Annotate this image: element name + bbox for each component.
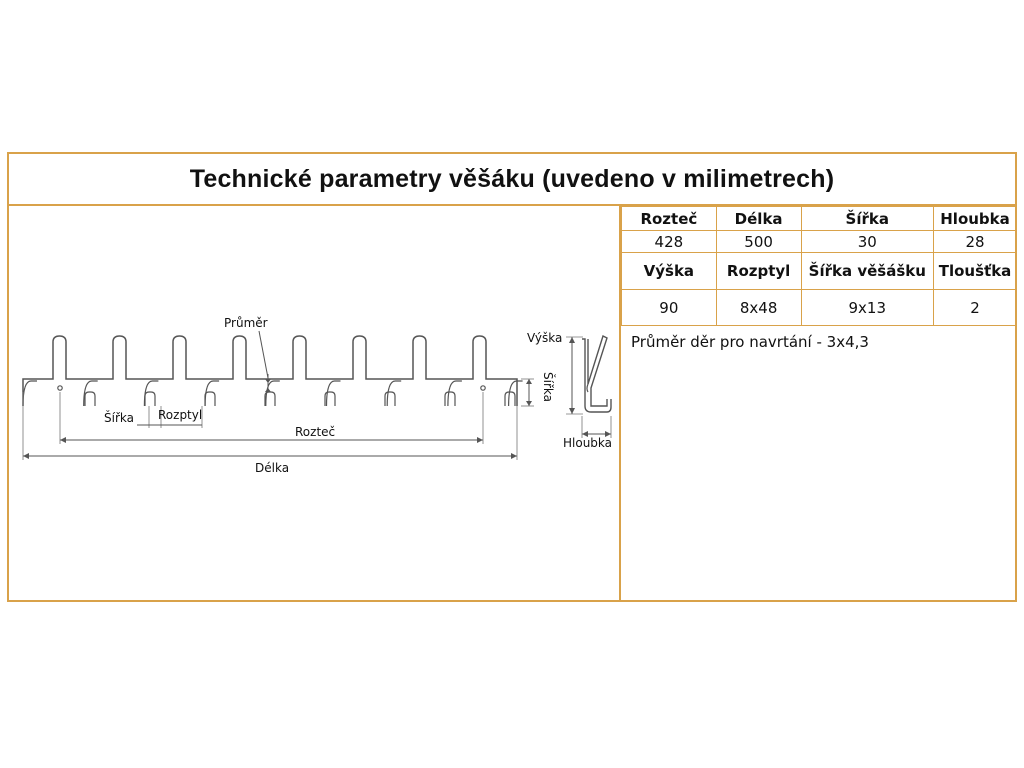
arrow-delka-left — [23, 453, 29, 459]
label-sirka: Šířka — [104, 410, 134, 425]
notches — [84, 391, 516, 406]
header-vyska: Výška — [621, 252, 717, 290]
arrow-sirka-side-top — [526, 379, 532, 384]
bottom-loops — [22, 380, 523, 407]
spec-panel: Rozteč Délka Šířka Hloubka 428 500 30 28… — [621, 206, 1017, 602]
side-profile — [582, 335, 612, 413]
hook-notch — [204, 391, 216, 406]
bottom-loop — [325, 380, 341, 407]
header-sirka: Šířka — [800, 206, 935, 231]
hook-notch — [144, 391, 156, 406]
arrow-prumer-top — [265, 379, 271, 383]
mount-hole-left — [57, 385, 63, 391]
hook-notch — [504, 391, 516, 406]
header-roztec: Rozteč — [621, 206, 717, 231]
spec-table: Rozteč Délka Šířka Hloubka 428 500 30 28… — [621, 206, 1017, 326]
label-prumer: Průměr — [224, 316, 268, 330]
arrow-roztec-right — [477, 437, 483, 443]
row1-values: 428 500 30 28 — [621, 230, 1017, 253]
bottom-loop — [143, 380, 159, 407]
spec-sheet: Technické parametry věšáku (uvedeno v mi… — [7, 152, 1017, 602]
hook-notch — [324, 391, 336, 406]
row1-headers: Rozteč Délka Šířka Hloubka — [621, 206, 1017, 231]
bottom-loop — [83, 380, 98, 407]
value-sirka: 30 — [800, 230, 935, 253]
header-delka: Délka — [715, 206, 802, 231]
header-tloustka: Tloušťka — [933, 252, 1017, 290]
value-roztec: 428 — [621, 230, 717, 253]
hook-notch — [84, 391, 96, 406]
label-delka: Délka — [255, 461, 289, 475]
bottom-loop — [386, 380, 402, 407]
value-vyska: 90 — [621, 289, 717, 326]
value-delka: 500 — [715, 230, 802, 253]
header-sirka-vesasku: Šířka věšášku — [800, 252, 935, 290]
label-rozptyl: Rozptyl — [158, 408, 202, 422]
label-hloubka: Hloubka — [563, 436, 612, 450]
row2-values: 90 8x48 9x13 2 — [621, 289, 1017, 326]
arrow-sirka-side-bottom — [526, 401, 532, 406]
hanger-outline — [22, 335, 518, 406]
arrow-roztec-left — [60, 437, 66, 443]
label-roztec: Rozteč — [295, 425, 335, 439]
title-row: Technické parametry věšáku (uvedeno v mi… — [9, 154, 1015, 206]
hanger-diagram: Průměr Šířka Rozptyl Rozteč — [22, 316, 612, 475]
arrow-delka-right — [511, 453, 517, 459]
value-tloustka: 2 — [933, 289, 1017, 326]
value-hloubka: 28 — [933, 230, 1017, 253]
bottom-loop — [204, 380, 220, 407]
arrow-prumer-bottom — [265, 388, 271, 392]
bottom-loop — [22, 380, 37, 407]
label-vyska: Výška — [527, 331, 562, 345]
row2-headers: Výška Rozptyl Šířka věšášku Tloušťka — [621, 252, 1017, 290]
bottom-loop — [447, 380, 462, 407]
header-rozptyl: Rozptyl — [715, 252, 802, 290]
side-profile-bend — [586, 383, 589, 393]
arrow-vyska-top — [569, 337, 575, 343]
arrow-hloubka-left — [582, 431, 588, 437]
value-sirka-vesasku: 9x13 — [800, 289, 935, 326]
leader-prumer — [258, 330, 269, 379]
arrow-vyska-bottom — [569, 408, 575, 414]
hook-notch — [384, 391, 396, 406]
header-hloubka: Hloubka — [933, 206, 1017, 231]
page-title: Technické parametry věšáku (uvedeno v mi… — [189, 164, 835, 193]
drill-hole-note: Průměr děr pro navrtání - 3x4,3 — [631, 333, 869, 351]
arrow-hloubka-right — [605, 431, 611, 437]
label-sirka-side: Šířka — [541, 372, 556, 402]
hanger-drawing: Průměr Šířka Rozptyl Rozteč — [9, 206, 619, 602]
divider — [619, 204, 621, 602]
bottom-loop — [508, 380, 523, 407]
mount-hole-right — [480, 385, 486, 391]
value-rozptyl: 8x48 — [715, 289, 802, 326]
hook-notch — [444, 391, 456, 406]
